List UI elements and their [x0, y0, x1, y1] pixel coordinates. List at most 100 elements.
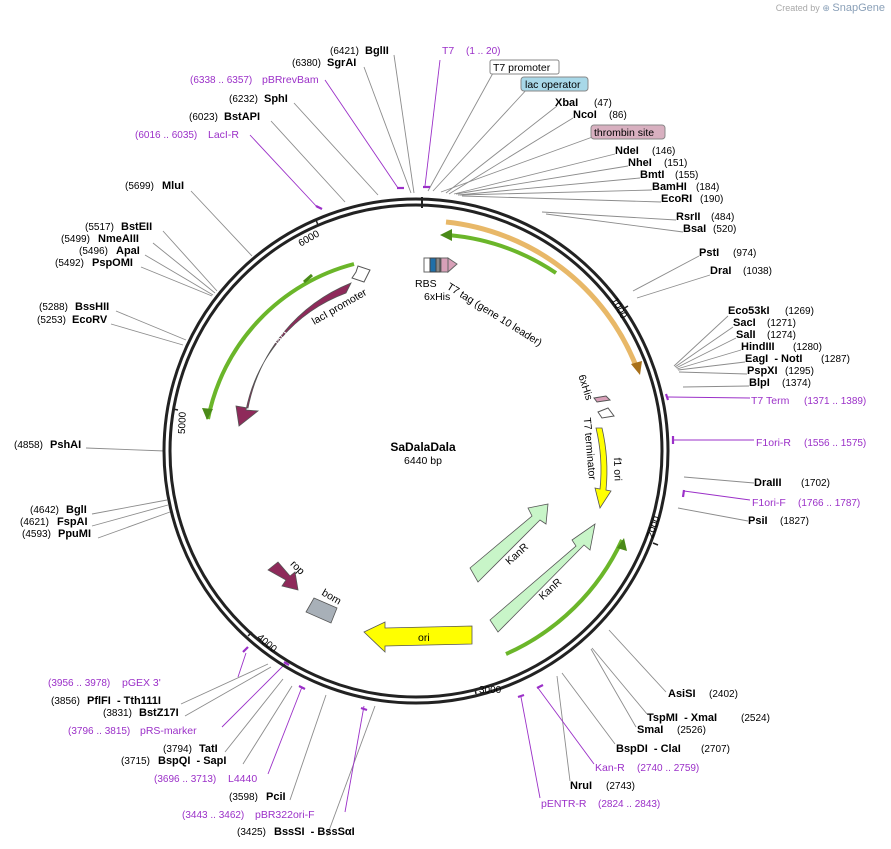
rop-label: rop	[288, 558, 307, 577]
primer-prs-marker-range: (3796 .. 3815)	[68, 726, 130, 737]
site-hindiii: HindIII	[741, 341, 775, 353]
snapgene-brand-name: SnapGene	[832, 2, 885, 14]
t7-promoter-box	[489, 59, 560, 75]
site-asisi: AsiSI	[668, 688, 696, 700]
site-sgrai: SgrAI	[327, 57, 356, 69]
primer-kan-r: Kan-R	[595, 762, 625, 774]
t7-terminator-mark	[597, 407, 615, 419]
site-tati: TatI	[199, 743, 218, 755]
site-pos-pshai: (4858)	[14, 440, 43, 451]
site-mlui: MluI	[162, 180, 184, 192]
site-pos-bsai: (520)	[713, 224, 736, 235]
primer-pbrrevbam-range: (6338 .. 6357)	[190, 75, 252, 86]
site-pos-psti: (974)	[733, 248, 756, 259]
site-pos-bspdi: (2707)	[701, 744, 730, 755]
tick-label-6000: 6000	[297, 228, 322, 249]
site-pos-ecori: (190)	[700, 194, 723, 205]
site-nhei: NheI	[628, 157, 652, 169]
thrombin-site-label: thrombin site	[594, 127, 654, 139]
credit-text: Created by	[775, 3, 820, 13]
site-pos-tspmi: (2524)	[741, 713, 770, 724]
site-rsrii: RsrII	[676, 211, 700, 223]
primer-pentr-r-range: (2824 .. 2843)	[598, 799, 660, 810]
site-sali: SalI	[736, 329, 756, 341]
site-eco53ki: Eco53kI	[728, 305, 770, 317]
primer-marks	[242, 185, 686, 712]
site-pspomi: PspOMI	[92, 257, 133, 269]
primer-f1ori-r: F1ori-R	[756, 437, 791, 449]
site-pos-draiii: (1702)	[801, 478, 830, 489]
primer-t7-term: T7 Term	[751, 395, 790, 407]
f1-ori-label: f1 ori	[611, 457, 624, 481]
site-bmti: BmtI	[640, 169, 664, 181]
site-ecorv: EcoRV	[72, 314, 108, 326]
his-right-mark	[593, 395, 612, 403]
primer-pgex3: pGEX 3'	[122, 677, 161, 689]
site-sphi: SphI	[264, 93, 288, 105]
site-pos-bsssi: (3425)	[237, 827, 266, 838]
primer-callouts	[221, 59, 754, 813]
site-ndei: NdeI	[615, 145, 639, 157]
orf-arrow-orange	[445, 219, 639, 367]
thrombin-site-box	[590, 124, 666, 140]
site-pos-smai: (2526)	[677, 725, 706, 736]
site-fspai: FspAI	[57, 516, 88, 528]
primer-laci-r-range: (6016 .. 6035)	[135, 130, 197, 141]
site-pshai: PshAI	[50, 439, 81, 451]
ori-arrow	[363, 621, 473, 653]
site-bgli: BglI	[66, 504, 87, 516]
site-pos-mlui: (5699)	[125, 181, 154, 192]
primer-pbrrevbam: pBRrevBam	[262, 74, 319, 86]
site-drai: DraI	[710, 265, 731, 277]
site-eagi-noti: EagI - NotI	[745, 353, 802, 365]
site-psii: PsiI	[748, 515, 768, 527]
site-smai: SmaI	[637, 724, 663, 736]
rbs-label: RBS	[415, 278, 437, 290]
f1-ori-arrow	[594, 427, 612, 509]
site-bsai: BsaI	[683, 223, 706, 235]
site-pos-bgli: (4642)	[30, 505, 59, 516]
bom-box	[305, 597, 338, 624]
site-pos-blpi: (1374)	[782, 378, 811, 389]
primer-pbr322ori-f-range: (3443 .. 3462)	[182, 810, 244, 821]
site-pflfi-tth111i: PflFI - Tth111I	[87, 695, 161, 707]
site-pos-ppumi: (4593)	[22, 529, 51, 540]
site-pos-psii: (1827)	[780, 516, 809, 527]
kanR-arrow-inner	[469, 503, 549, 583]
site-ppumi: PpuMI	[58, 528, 91, 540]
plasmid-name: SaDalaDala	[390, 440, 456, 454]
tick-label-3000: 3000	[479, 685, 502, 696]
primer-l4440: L4440	[228, 773, 257, 785]
site-nmeaiii: NmeAIII	[98, 233, 139, 245]
primer-t7-range: (1 .. 20)	[466, 46, 500, 57]
site-xbai: XbaI	[555, 97, 578, 109]
snapgene-logo-icon: ⊕	[822, 3, 830, 13]
site-pos-asisi: (2402)	[709, 689, 738, 700]
primer-pbr322ori-f: pBR322ori-F	[255, 809, 315, 821]
primer-prs-marker: pRS-marker	[140, 725, 197, 737]
site-tspmi-xmai: TspMI - XmaI	[647, 712, 717, 724]
site-pos-drai: (1038)	[743, 266, 772, 277]
his-top-label: 6xHis	[424, 291, 450, 303]
backbone-outer	[162, 197, 670, 705]
site-pos-bamhi: (184)	[696, 182, 719, 193]
site-bstapi: BstAPI	[224, 111, 260, 123]
primer-f1ori-f-range: (1766 .. 1787)	[798, 498, 860, 509]
lac-operator-label: lac operator	[525, 79, 581, 91]
site-pos-rsrii: (484)	[711, 212, 734, 223]
site-pos-apai: (5496)	[79, 246, 108, 257]
his-right-label: 6xHis	[575, 373, 595, 402]
site-bsshii: BssHII	[75, 301, 109, 313]
site-pos-eco53ki: (1269)	[785, 306, 814, 317]
site-pspxi: PspXI	[747, 365, 778, 377]
site-pos-nhei: (151)	[664, 158, 687, 169]
site-pos-nrui: (2743)	[606, 781, 635, 792]
primer-l4440-range: (3696 .. 3713)	[154, 774, 216, 785]
site-bspqi-sapi: BspQI - SapI	[158, 755, 226, 767]
t7-promoter-label: T7 promoter	[493, 62, 551, 74]
site-pos-tati: (3794)	[163, 744, 192, 755]
site-ecori: EcoRI	[661, 193, 692, 205]
site-bstz17i: BstZ17I	[139, 707, 179, 719]
scale-ticks	[172, 197, 659, 695]
